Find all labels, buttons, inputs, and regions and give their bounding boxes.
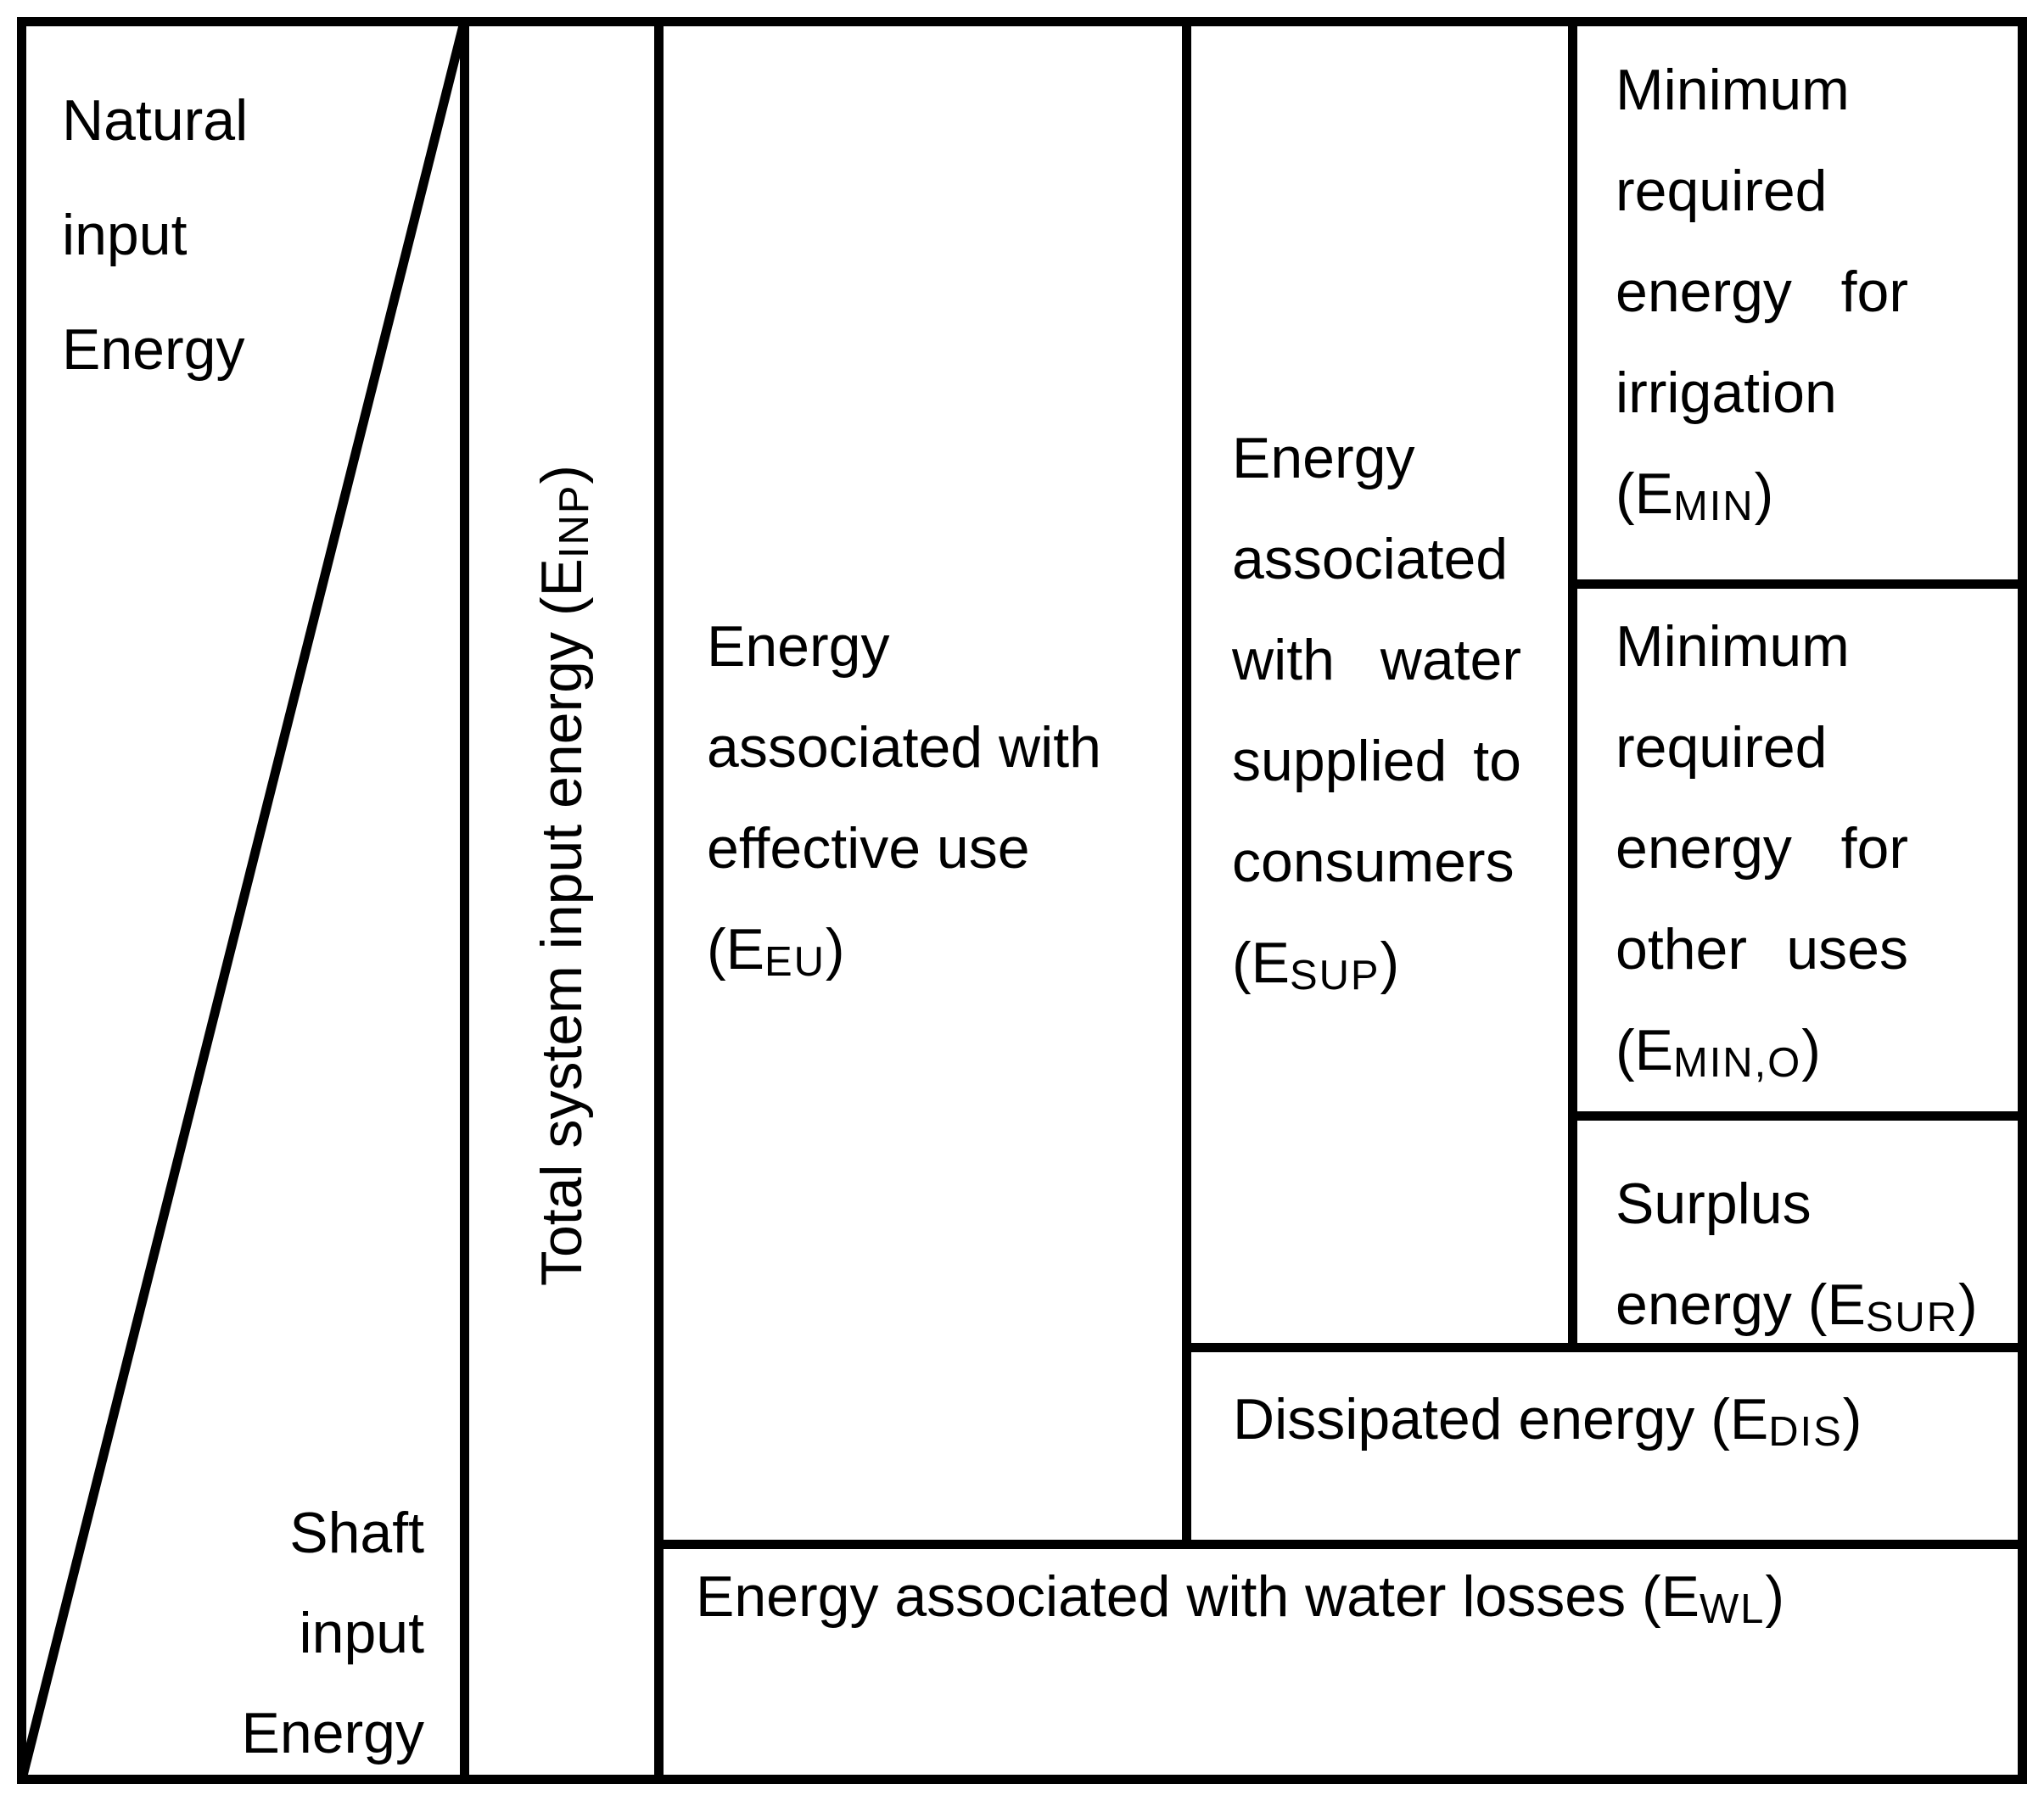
separator-water-losses-top <box>654 1540 2027 1549</box>
total-system-input-energy-label: Total system input energy (EINP) <box>529 464 598 1286</box>
dissipated-energy-box-label: Dissipated energy (EDIS) <box>1233 1387 1862 1456</box>
shaft-input-energy-label: Shaft input Energy <box>241 1501 424 1765</box>
effective-use-box-label: Energy associated with effective use (EE… <box>707 614 1101 986</box>
natural-input-energy-label: Natural input Energy <box>62 88 249 382</box>
separator-min-irrigation-bottom <box>1568 579 2027 589</box>
surplus-energy-box-label: Surplus energy (ESUR) <box>1616 1172 1978 1341</box>
outer-frame <box>17 17 2027 1784</box>
separator-input-column <box>460 17 469 1784</box>
water-losses-box-label: Energy associated with water losses (EWL… <box>696 1564 1784 1633</box>
separator-supplied-column <box>1568 17 1577 1352</box>
separator-effective-use-column <box>1182 17 1191 1549</box>
separator-dissipated-top <box>1182 1343 2027 1352</box>
separator-min-other-bottom <box>1568 1111 2027 1121</box>
separator-total-input-column <box>654 17 664 1784</box>
